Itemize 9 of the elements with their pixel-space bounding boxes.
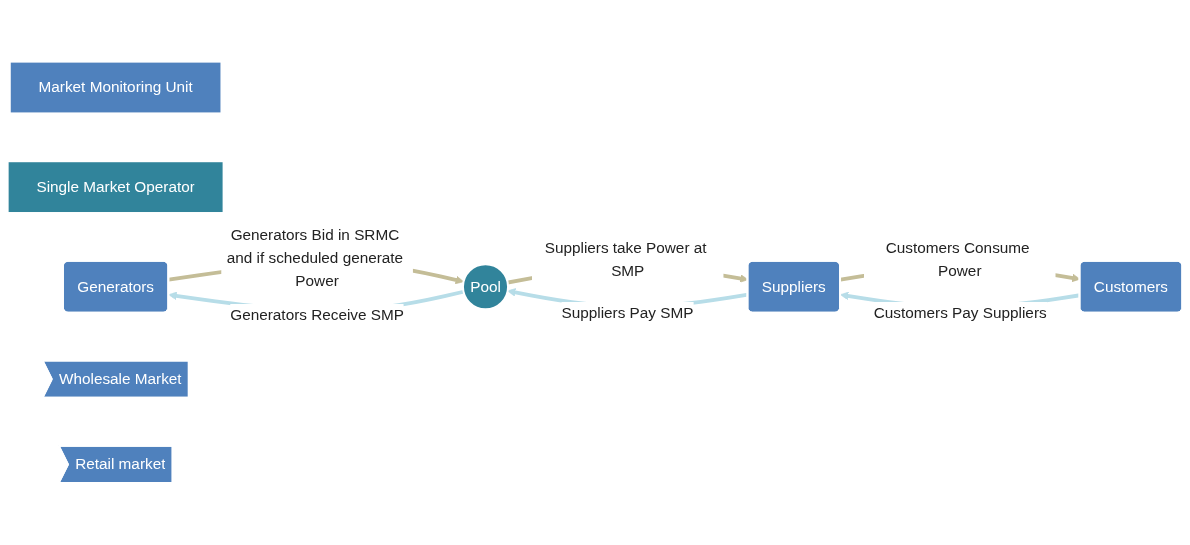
- node-box: Single Market Operator: [6, 160, 225, 215]
- edge-label: Customers Pay Suppliers: [873, 305, 1047, 322]
- node-box: Market Monitoring Unit: [8, 60, 223, 115]
- edge-label: Generators Receive SMP: [230, 307, 404, 324]
- edge-label: Generators Bid in SRMC and if scheduled generate Power: [226, 226, 404, 289]
- edge-label: Suppliers take Power at SMP: [544, 239, 707, 280]
- edge-label: Suppliers Pay SMP: [561, 305, 694, 322]
- node-circle: Pool: [462, 263, 509, 311]
- edge-label: Customers Consume Power: [885, 239, 1030, 280]
